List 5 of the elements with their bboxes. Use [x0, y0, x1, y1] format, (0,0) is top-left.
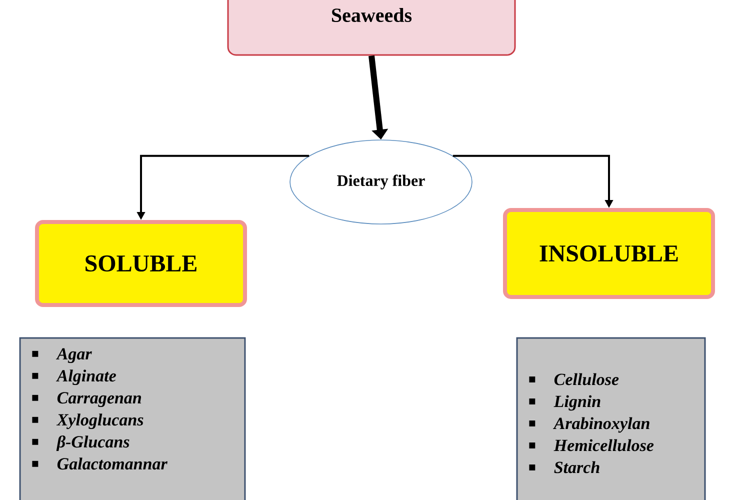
title-box: Seaweeds [227, 0, 516, 56]
category-box: SOLUBLE [35, 220, 247, 307]
category-box: INSOLUBLE [503, 208, 715, 299]
list-box: Agar Alginate Carragenan Xyloglucans β-Glucans Galactomannar [19, 337, 246, 500]
list-box: Cellulose Lignin Arabinoxylan Hemicellulose Starch [516, 337, 706, 500]
